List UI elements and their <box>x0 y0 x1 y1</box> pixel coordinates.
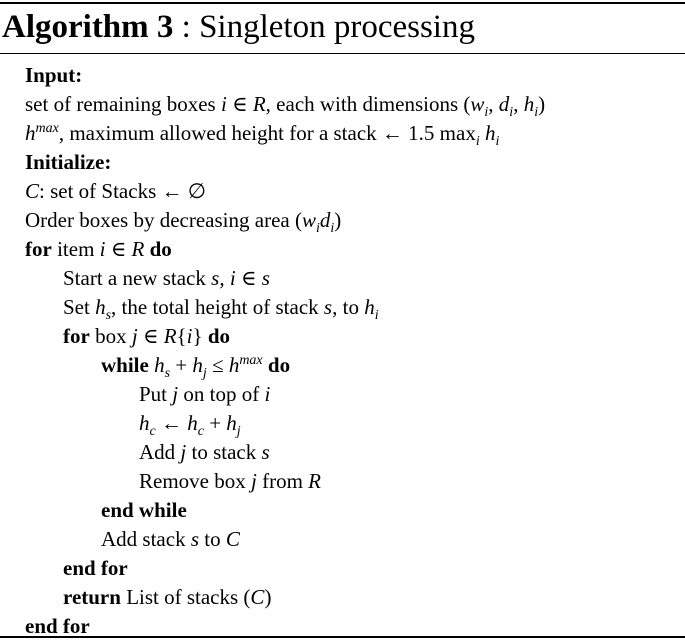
line-set-height: Set hs, the total height of stack s, to … <box>63 295 379 324</box>
line-initialize-heading: Initialize: <box>25 150 112 174</box>
line-end-for-inner: end for <box>63 556 128 580</box>
line-order-boxes: Order boxes by decreasing area (widi) <box>25 208 342 237</box>
bottom-rule <box>0 636 685 638</box>
line-input-heading: Input: <box>25 63 83 87</box>
title-rule <box>0 53 685 54</box>
line-for-box: for box j ∈ R{i} do <box>63 324 231 348</box>
line-while: while hs + hj ≤ hmax do <box>101 353 291 382</box>
algorithm-title: Algorithm 3 : Singleton processing <box>2 6 475 48</box>
algorithm-caption: Singleton processing <box>199 9 475 45</box>
line-end-for-outer: end for <box>25 614 90 638</box>
line-update-height: hc ← hc + hj <box>139 411 241 440</box>
algorithm-number: Algorithm 3 <box>2 9 174 45</box>
line-add-stack: Add stack s to C <box>101 527 240 551</box>
line-remaining-boxes: set of remaining boxes i ∈ R, each with … <box>25 92 546 121</box>
line-start-stack: Start a new stack s, i ∈ s <box>63 266 270 290</box>
line-stack-set: C: set of Stacks ← ∅ <box>25 179 207 203</box>
top-rule <box>0 2 685 4</box>
line-add-to-stack: Add j to stack s <box>139 440 270 464</box>
line-max-height: hmax, maximum allowed height for a stack… <box>25 121 500 150</box>
line-end-while: end while <box>101 498 187 522</box>
line-return: return List of stacks (C) <box>63 585 272 609</box>
line-put-on-top: Put j on top of i <box>139 382 271 406</box>
title-separator: : <box>173 9 200 45</box>
line-for-item: for item i ∈ R do <box>25 237 172 261</box>
line-remove-box: Remove box j from R <box>139 469 321 493</box>
